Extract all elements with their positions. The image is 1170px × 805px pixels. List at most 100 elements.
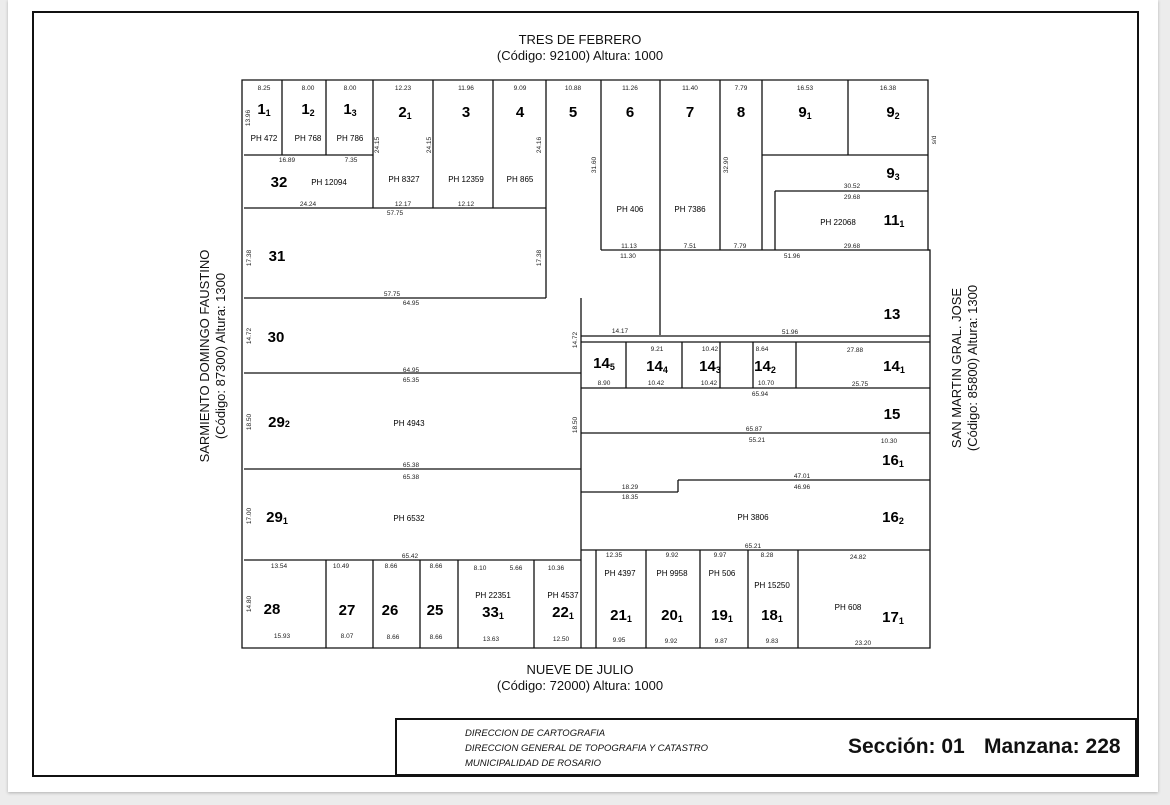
map-frame [32, 11, 1139, 777]
dimension-label: 8.25 [258, 85, 271, 92]
parcel-number: 181 [761, 607, 783, 624]
dimension-label: 13.96 [245, 109, 252, 126]
dimension-label: 14.72 [572, 331, 579, 348]
dimension-label: 17.38 [536, 249, 543, 266]
ph-label: PH 4943 [393, 419, 425, 428]
dimension-label: 16.89 [279, 157, 296, 164]
org-line: DIRECCION DE CARTOGRAFIA [465, 728, 606, 739]
parcel-number: 201 [661, 607, 683, 624]
ph-label: PH 9958 [656, 569, 688, 578]
dimension-label: 31.60 [591, 156, 598, 173]
dimension-label: 32.90 [723, 156, 730, 173]
ph-label: PH 3806 [737, 513, 769, 522]
ph-labels: PH 472 PH 768 PH 786 PH 8327 PH 12359 PH… [251, 134, 862, 612]
dimension-label: 16.53 [797, 85, 814, 92]
block-label: Manzana: 228 [984, 735, 1121, 758]
parcel-number: 141 [883, 358, 905, 375]
parcel-numbers: 11 12 13 21 3 4 5 6 7 8 91 92 93 111 13 … [257, 101, 905, 626]
dimension-label: 14.17 [612, 328, 629, 335]
dimension-label: 9.97 [714, 552, 727, 559]
dimension-label: 10.88 [565, 85, 582, 92]
parcel-number: 291 [266, 509, 288, 526]
parcel-number: 21 [398, 104, 411, 121]
dimension-label: 57.75 [384, 291, 401, 298]
dimension-label: 17.38 [246, 249, 253, 266]
parcel-number: 8 [737, 104, 745, 121]
dimension-label: 9.21 [651, 346, 664, 353]
dimension-label: 8.66 [387, 634, 400, 641]
dimension-label: 16.38 [880, 85, 897, 92]
parcel-number: 13 [343, 101, 356, 118]
dimension-label: 8.66 [385, 563, 398, 570]
dimension-label: 8.66 [430, 634, 443, 641]
dimension-label: 24.15 [374, 136, 381, 153]
dimension-label: 8.07 [341, 633, 354, 640]
parcel-number: 28 [264, 601, 281, 618]
parcel-number: 331 [482, 604, 504, 621]
dimension-label: 65.94 [752, 391, 769, 398]
dimension-label: 51.96 [784, 253, 801, 260]
dimension-label: 25.75 [852, 381, 869, 388]
dimension-label: 12.12 [458, 201, 475, 208]
parcel-number: 143 [699, 358, 721, 375]
parcel-number: 6 [626, 104, 634, 121]
org-line: DIRECCION GENERAL DE TOPOGRAFIA Y CATAST… [465, 743, 709, 754]
dimension-label: 10.42 [701, 380, 718, 387]
dimension-label: 7.35 [345, 157, 358, 164]
parcel-number: 144 [646, 358, 668, 375]
street-info: (Código: 92100) Altura: 1000 [496, 48, 664, 63]
street-top: TRES DE FEBRERO (Código: 92100) Altura: … [430, 32, 730, 64]
parcel-number: 191 [711, 607, 733, 624]
dimension-label: 8.00 [344, 85, 357, 92]
dimension-label: 24.24 [300, 201, 317, 208]
parcel-number: 171 [882, 609, 904, 626]
dimension-label: 9.09 [514, 85, 527, 92]
dimension-label: 64.95 [403, 300, 420, 307]
parcel-number: 92 [886, 104, 899, 121]
dimension-label: 64.95 [403, 367, 420, 374]
dimension-label: 55.21 [749, 437, 766, 444]
dimension-label: 27.88 [847, 347, 864, 354]
dimension-label: 11.30 [620, 253, 636, 260]
ph-label: PH 8327 [388, 175, 420, 184]
parcel-number: 5 [569, 104, 577, 121]
dimension-label: 24.16 [536, 136, 543, 153]
dimension-label: 12.50 [553, 636, 570, 643]
street-info: (Código: 72000) Altura: 1000 [496, 678, 664, 693]
ph-label: PH 7386 [674, 205, 706, 214]
street-name: NUEVE DE JULIO [526, 662, 634, 677]
ph-label: PH 472 [251, 134, 278, 143]
dimension-label: 9.83 [766, 638, 779, 645]
dimension-label: 65.38 [403, 474, 420, 481]
ph-label: PH 506 [709, 569, 736, 578]
dimension-label: 8.90 [598, 380, 611, 387]
dimension-label: 29.68 [844, 194, 861, 201]
dimension-label: 46.96 [794, 484, 811, 491]
section-label: Sección: 01 [848, 735, 965, 758]
ph-label: PH 22351 [475, 591, 511, 600]
ph-label: PH 4397 [604, 569, 636, 578]
street-bottom: NUEVE DE JULIO (Código: 72000) Altura: 1… [430, 662, 730, 694]
street-info: (Código: 85800) Altura: 1300 [965, 284, 980, 452]
dimension-label: 65.38 [403, 462, 420, 469]
dimension-label: 30.52 [844, 183, 861, 190]
parcel-number: 7 [686, 104, 694, 121]
dimension-label: 9.87 [715, 638, 728, 645]
dimension-label: 47.01 [794, 473, 811, 480]
dimension-label: 10.70 [758, 380, 775, 387]
dimension-label: 10.49 [333, 563, 350, 570]
parcel-number: 32 [271, 174, 288, 191]
dimension-label: 24.15 [426, 136, 433, 153]
ph-label: PH 865 [507, 175, 534, 184]
street-info: (Código: 87300) Altura: 1300 [213, 272, 228, 440]
dimension-label: 13.54 [271, 563, 288, 570]
dimension-label: 8.66 [430, 563, 443, 570]
dimension-label: 11.96 [458, 85, 474, 92]
parcel-number: 221 [552, 604, 574, 621]
parcel-number: 13 [884, 306, 901, 323]
ph-label: PH 786 [337, 134, 364, 143]
parcel-number: 162 [882, 509, 904, 526]
dimension-label: 8.28 [761, 552, 774, 559]
dimension-label: 9.95 [613, 637, 626, 644]
parcel-number: 145 [593, 355, 615, 372]
